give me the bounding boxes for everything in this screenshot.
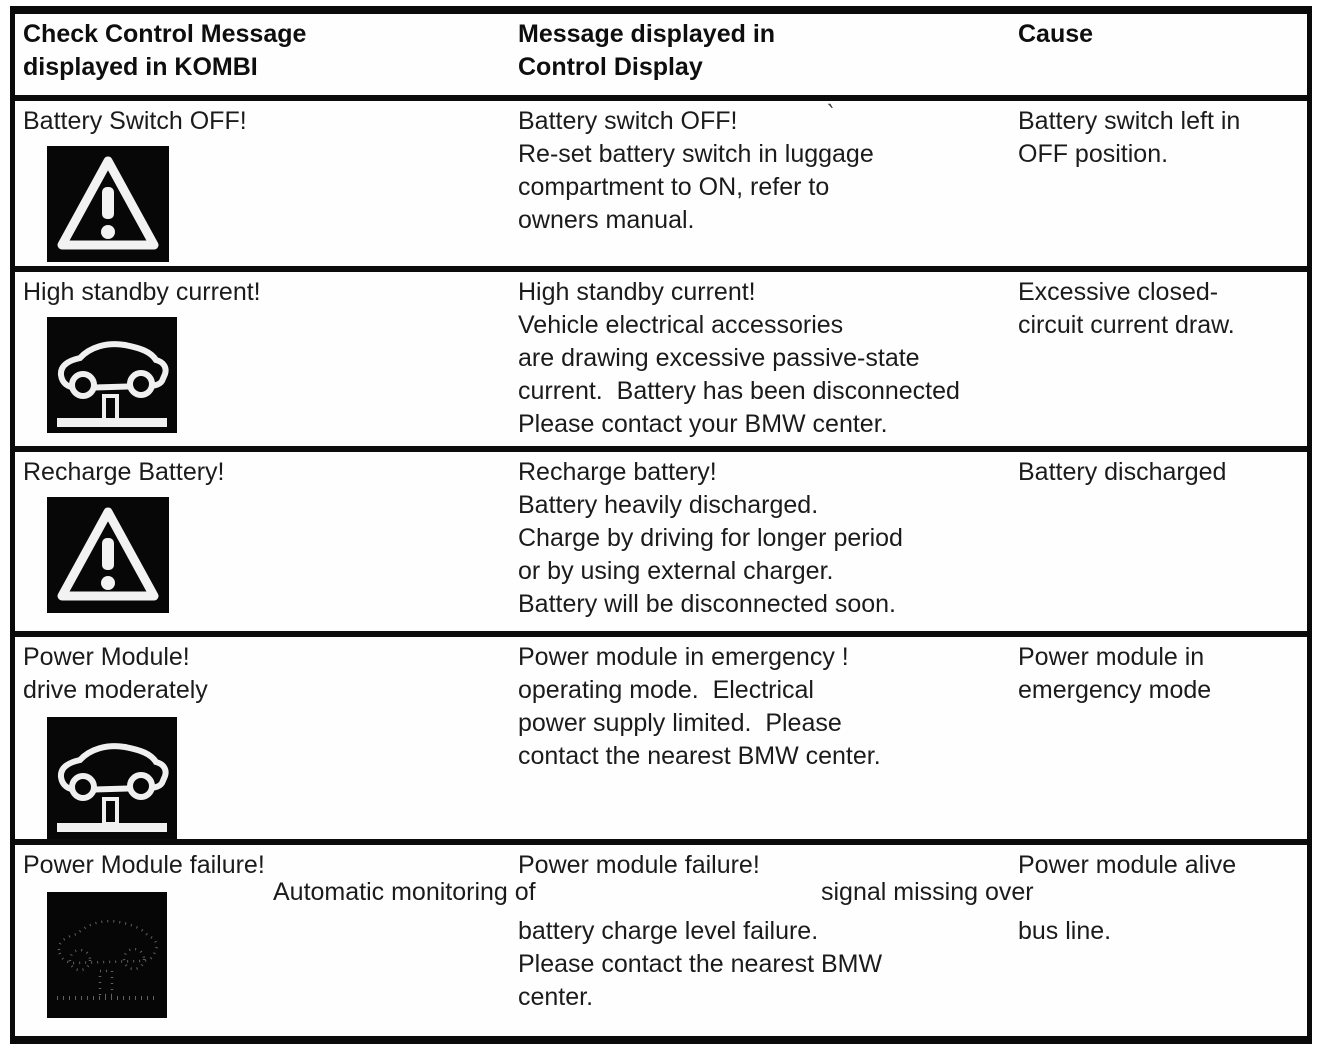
display-message-line: compartment to ON, refer to bbox=[518, 173, 830, 201]
cause-cell: Power module in emergency mode bbox=[1010, 637, 1307, 839]
car-lift-icon bbox=[47, 317, 177, 433]
cause-line: circuit current draw. bbox=[1018, 311, 1235, 339]
display-message-line: Please contact your BMW center. bbox=[518, 410, 888, 438]
display-message-line: Power module in emergency ! bbox=[518, 643, 849, 671]
scan-noise-mark: ` bbox=[827, 99, 835, 132]
table-row: High standby current! High standby curre… bbox=[15, 266, 1307, 446]
display-message-line: High standby current! bbox=[518, 278, 756, 306]
kombi-message: Battery Switch OFF! bbox=[23, 107, 247, 135]
display-message-line: or by using external charger. bbox=[518, 557, 834, 585]
header-text: Message displayed in bbox=[518, 20, 776, 48]
table-header-row: Check Control Message displayed in KOMBI… bbox=[15, 14, 1307, 95]
display-message-line: Please contact the nearest BMW bbox=[518, 950, 883, 978]
display-message-line: operating mode. Electrical bbox=[518, 676, 814, 704]
kombi-cell: Recharge Battery! bbox=[15, 452, 510, 631]
display-message-line: Vehicle electrical accessories bbox=[518, 311, 844, 339]
cause-line: emergency mode bbox=[1018, 676, 1212, 704]
display-message-line: Battery will be disconnected soon. bbox=[518, 590, 896, 618]
cause-line bbox=[1018, 882, 1303, 915]
display-message-line: Power module failure! bbox=[518, 851, 760, 879]
kombi-cell: Power Module failure! bbox=[15, 845, 510, 1030]
display-message-line: Re-set battery switch in luggage bbox=[518, 140, 874, 168]
kombi-message: Power Module! bbox=[23, 643, 190, 671]
check-control-message-table: Check Control Message displayed in KOMBI… bbox=[10, 6, 1312, 1044]
kombi-cell: Battery Switch OFF! bbox=[15, 101, 510, 266]
table-row: Battery Switch OFF! Battery switch OFF! … bbox=[15, 95, 1307, 266]
cause-line: Battery switch left in bbox=[1018, 107, 1241, 135]
header-col-kombi: Check Control Message displayed in KOMBI bbox=[15, 14, 510, 95]
shifted-cause-line: signal missing over bbox=[821, 878, 1034, 906]
header-text: Check Control Message bbox=[23, 20, 307, 48]
kombi-cell: Power Module! drive moderately bbox=[15, 637, 510, 839]
kombi-message: Recharge Battery! bbox=[23, 458, 225, 486]
car-lift-faint-icon bbox=[47, 892, 167, 1018]
display-cell: Battery switch OFF! Re-set battery switc… bbox=[510, 101, 1010, 266]
display-cell: High standby current! Vehicle electrical… bbox=[510, 272, 1010, 446]
kombi-cell: High standby current! bbox=[15, 272, 510, 446]
kombi-message: drive moderately bbox=[23, 676, 208, 704]
cause-line: Battery discharged bbox=[1018, 458, 1227, 486]
kombi-message: High standby current! bbox=[23, 278, 261, 306]
header-text: displayed in KOMBI bbox=[23, 53, 258, 81]
display-cell: Power module failure! battery charge lev… bbox=[510, 845, 1010, 1030]
display-message-line: Battery heavily discharged. bbox=[518, 491, 819, 519]
kombi-message: Power Module failure! bbox=[23, 851, 265, 879]
cause-line: Power module in bbox=[1018, 643, 1205, 671]
display-message-line: power supply limited. Please bbox=[518, 709, 842, 737]
cause-cell: Power module alive bus line. bbox=[1010, 845, 1307, 1030]
cause-cell: Battery discharged bbox=[1010, 452, 1307, 631]
shifted-display-line: Automatic monitoring of bbox=[273, 878, 536, 906]
display-message-line: Charge by driving for longer period bbox=[518, 524, 903, 552]
display-cell: Power module in emergency ! operating mo… bbox=[510, 637, 1010, 839]
cause-line: Excessive closed- bbox=[1018, 278, 1219, 306]
table-row: Recharge Battery! Recharge battery! Batt… bbox=[15, 446, 1307, 631]
header-col-control-display: Message displayed in Control Display bbox=[510, 14, 1010, 95]
header-text: Cause bbox=[1018, 20, 1094, 48]
display-message-line: current. Battery has been disconnected bbox=[518, 377, 960, 405]
table-row: Power Module failure! Power module failu… bbox=[15, 839, 1307, 1030]
display-message-line: Recharge battery! bbox=[518, 458, 717, 486]
warning-triangle-icon bbox=[47, 497, 169, 613]
warning-triangle-icon bbox=[47, 146, 169, 262]
car-lift-icon bbox=[47, 717, 177, 839]
cause-cell: Excessive closed- circuit current draw. bbox=[1010, 272, 1307, 446]
display-message-line: contact the nearest BMW center. bbox=[518, 742, 881, 770]
table-row: Power Module! drive moderately Power mod… bbox=[15, 631, 1307, 839]
display-message-line: Battery switch OFF! bbox=[518, 107, 738, 135]
cause-cell: Battery switch left in OFF position. bbox=[1010, 101, 1307, 266]
cause-line: OFF position. bbox=[1018, 140, 1169, 168]
display-cell: Recharge battery! Battery heavily discha… bbox=[510, 452, 1010, 631]
header-text: Control Display bbox=[518, 53, 703, 81]
header-col-cause: Cause bbox=[1010, 14, 1307, 95]
cause-line: bus line. bbox=[1018, 917, 1112, 945]
cause-line: Power module alive bbox=[1018, 851, 1237, 879]
display-message-line: are drawing excessive passive-state bbox=[518, 344, 920, 372]
display-message-line: battery charge level failure. bbox=[518, 917, 819, 945]
display-message-line: owners manual. bbox=[518, 206, 695, 234]
display-message-line: center. bbox=[518, 983, 594, 1011]
